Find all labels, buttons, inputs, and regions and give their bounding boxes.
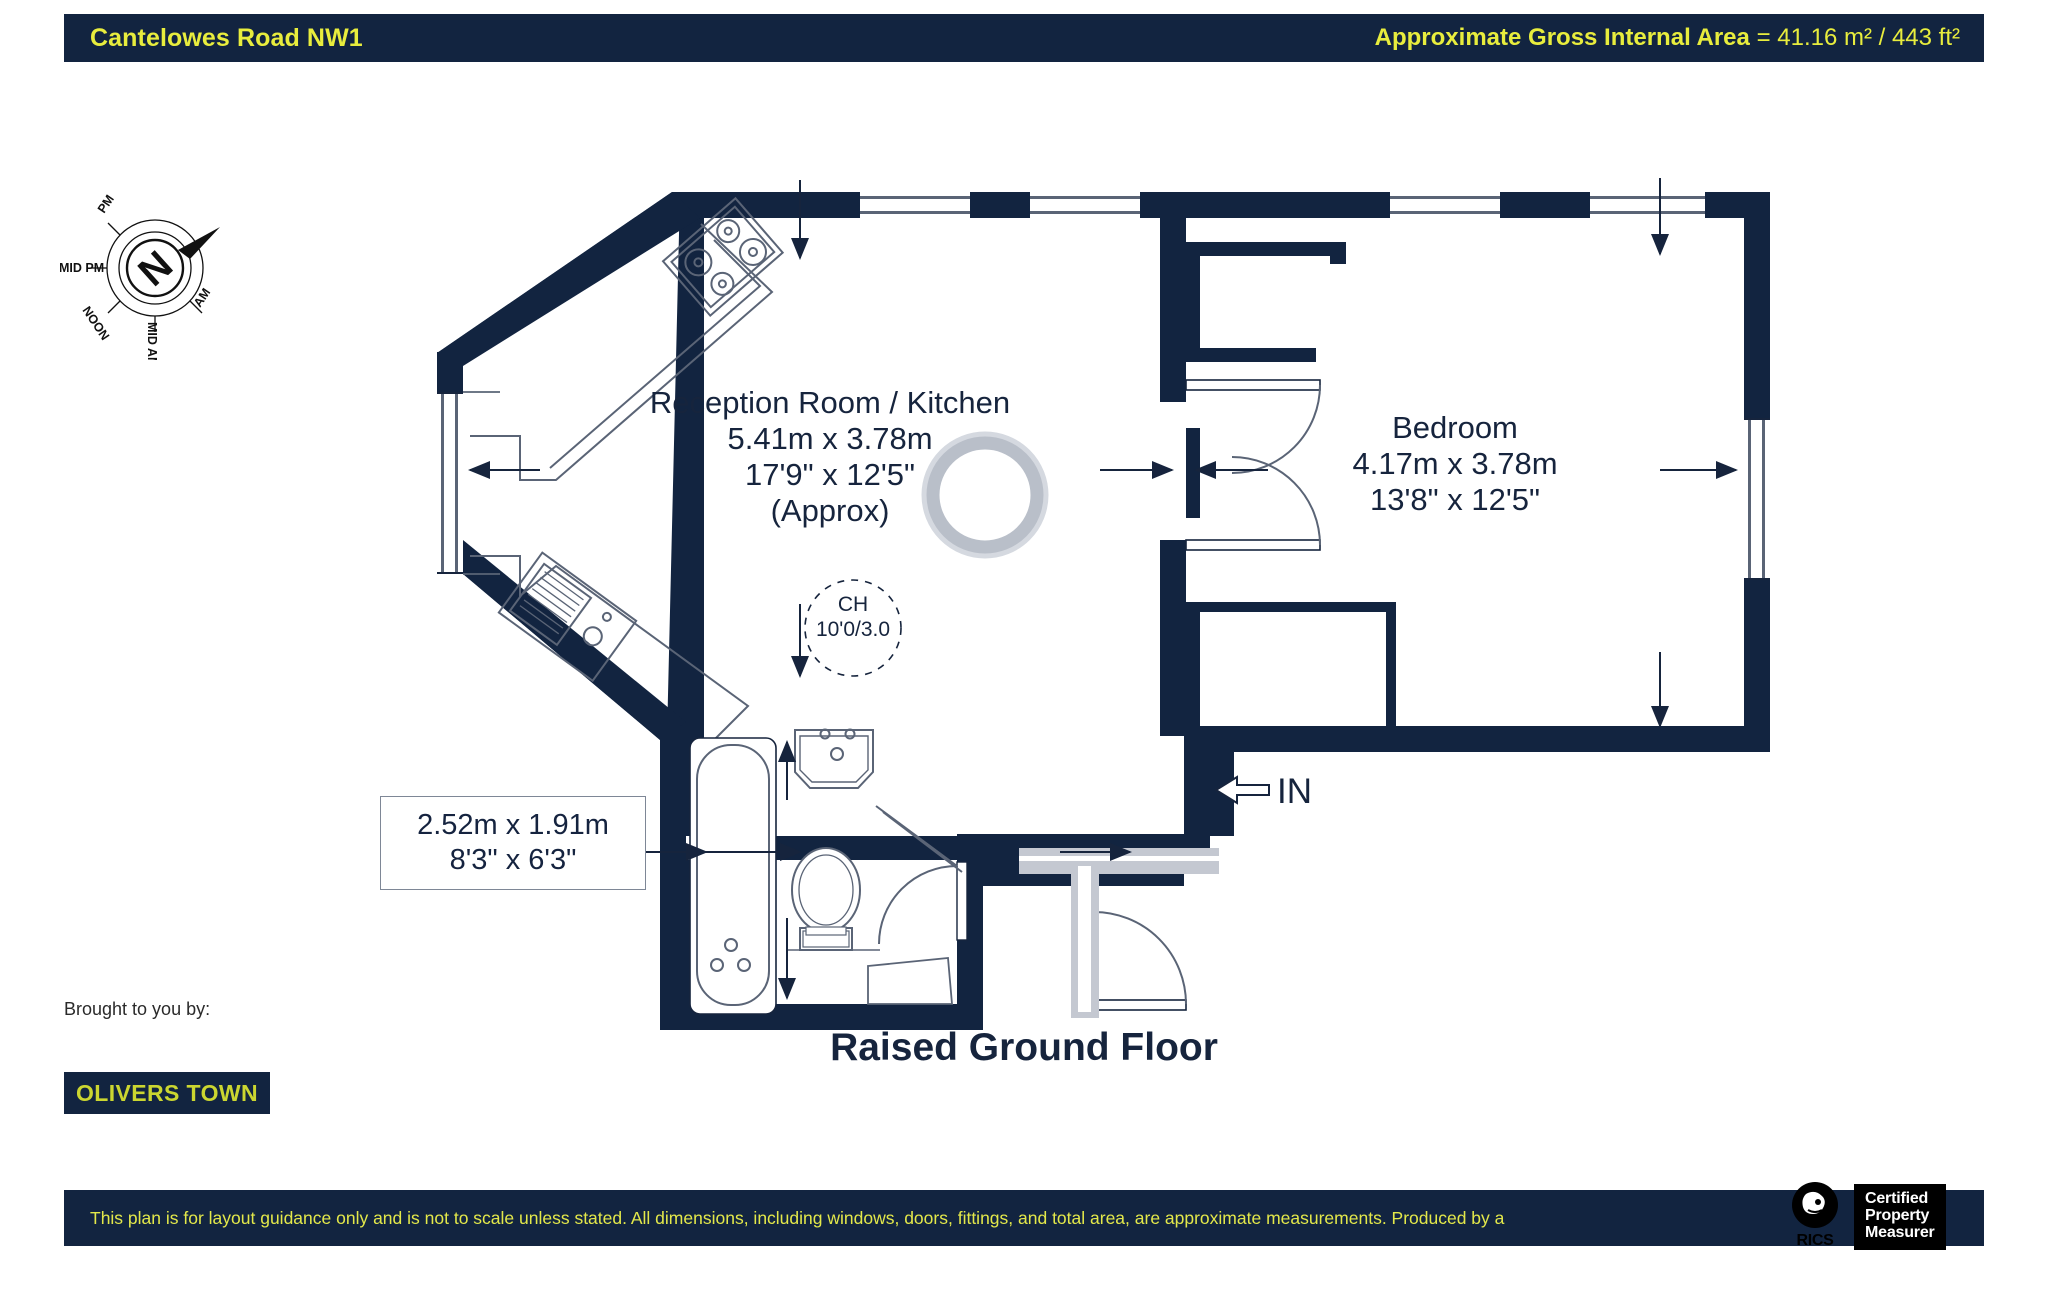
cert-line-2: Property [1865, 1207, 1930, 1225]
area-value: = 41.16 m² / 443 ft² [1756, 24, 1960, 51]
compass-icon: N PM MID PM NOON MID AM AM [59, 192, 220, 367]
ceiling-height-abbrev: CH [837, 593, 869, 616]
floor-title: Raised Ground Floor [830, 1026, 1218, 1069]
bathroom-dimensions-box: 2.52m x 1.91m 8'3" x 6'3" [380, 796, 646, 890]
rics-wordmark: RICS [1796, 1232, 1834, 1249]
bedroom-imperial: 13'8" x 12'5" [1369, 481, 1540, 517]
reception-detail-lines [463, 391, 500, 575]
reception-room-label: Reception Room / Kitchen 5.41m x 3.78m 1… [600, 385, 1060, 529]
north-needle-icon [178, 227, 220, 259]
gross-internal-area: Approximate Gross Internal Area = 41.16 … [1375, 24, 1960, 52]
dimension-arrows [468, 178, 1738, 1000]
bathroom-metric: 2.52m x 1.91m [417, 808, 609, 841]
round-table-fitting [921, 431, 1049, 559]
cert-line-3: Measurer [1865, 1223, 1935, 1241]
certified-property-measurer-badge: Certified Property Measurer [1854, 1184, 1946, 1250]
bedroom-name: Bedroom [1392, 410, 1518, 445]
ceiling-height-label: CH 10'0/3.0 [805, 592, 901, 642]
rics-certification-block: RICS Certified Property Measurer [1784, 1178, 1996, 1256]
reception-room-note: (Approx) [770, 492, 890, 528]
building-walls [660, 192, 1770, 1030]
bathroom-imperial: 8'3" x 6'3" [449, 844, 577, 876]
page-title: Cantelowes Road NW1 [90, 23, 363, 52]
agent-name: OLIVERS TOWN [76, 1079, 258, 1106]
compass-mark-mid-pm: MID PM [60, 261, 104, 275]
internal-partitions [1160, 192, 1396, 736]
bedroom-metric: 4.17m x 3.78m [1352, 445, 1558, 481]
stairs-fitting [1019, 848, 1219, 1018]
entrance-arrow-icon [1214, 775, 1270, 805]
bathroom-fittings [689, 728, 953, 1015]
entrance-label-text: IN [1277, 772, 1312, 811]
kitchen-fittings [470, 196, 785, 749]
rics-lion-icon: RICS [1784, 1180, 1846, 1254]
reception-room-metric: 5.41m x 3.78m [727, 420, 933, 456]
brought-to-you-by-label: Brought to you by: [64, 999, 211, 1019]
compass-rose: N PM MID PM NOON MID AM AM [59, 180, 250, 367]
entrance-label: IN [1213, 772, 1312, 812]
footer-disclaimer: This plan is for layout guidance only an… [90, 1207, 1505, 1228]
bedroom-label: Bedroom 4.17m x 3.78m 13'8" x 12'5" [1275, 410, 1635, 518]
footer-bar: This plan is for layout guidance only an… [64, 1190, 1984, 1246]
cert-line-1: Certified [1865, 1190, 1929, 1208]
ceiling-height-value: 10'0/3.0 [815, 618, 891, 642]
reception-room-imperial: 17'9" x 12'5" [744, 456, 915, 492]
rics-lion-glyph [1792, 1182, 1838, 1228]
compass-mark-mid-am: MID AM [145, 322, 159, 360]
windows [437, 192, 1770, 580]
doors [875, 379, 1321, 1011]
reception-room-name: Reception Room / Kitchen [649, 385, 1011, 420]
compass-dial [125, 238, 185, 298]
ceiling-height-marker [804, 579, 902, 677]
area-label: Approximate Gross Internal Area [1374, 24, 1750, 51]
header-bar: Cantelowes Road NW1 Approximate Gross In… [64, 14, 1984, 62]
agent-logo[interactable]: OLIVERS TOWN [64, 1072, 270, 1114]
